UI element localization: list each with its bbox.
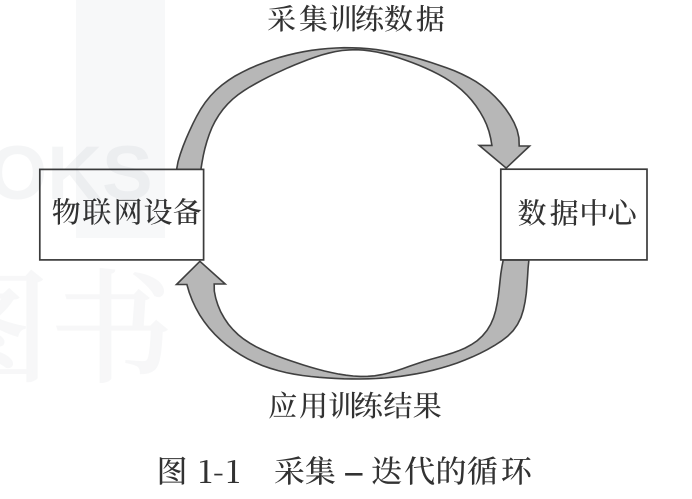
svg-text:OKS: OKS — [0, 131, 153, 216]
